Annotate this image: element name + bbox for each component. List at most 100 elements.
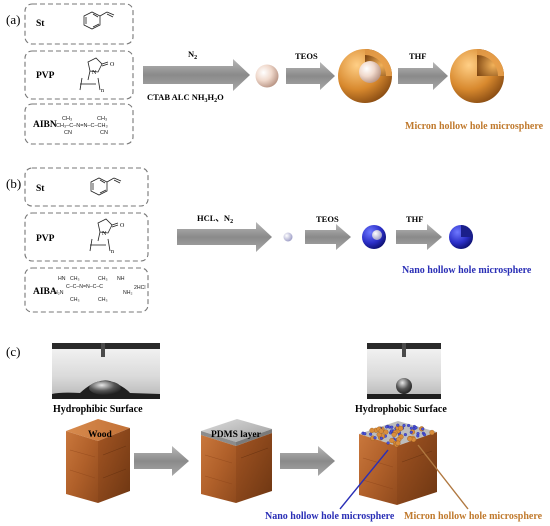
pvp-subscript-b: n xyxy=(111,249,114,255)
reagent-box-pvp-b xyxy=(24,212,149,262)
nano-microsphere-particle xyxy=(390,425,394,429)
contact-angle-photo-right xyxy=(367,343,441,399)
arrow-thf-a xyxy=(398,62,448,90)
panel-b-letter: (b) xyxy=(6,176,21,191)
nano-microsphere-particle xyxy=(386,441,390,445)
condition-teos-b: TEOS xyxy=(316,214,339,224)
svg-text:CH₃–C–N=N–C–CH₃: CH₃–C–N=N–C–CH₃ xyxy=(56,123,108,129)
micron-microsphere-particle xyxy=(389,437,395,444)
panel-a-letter: (a) xyxy=(6,12,20,27)
nano-microsphere-particle xyxy=(422,433,427,437)
contact-angle-photo-left xyxy=(52,343,160,399)
nano-microsphere-particle xyxy=(409,426,413,430)
svg-text:CH₃: CH₃ xyxy=(97,116,107,122)
micron-microsphere-particle xyxy=(429,429,435,436)
nano-microsphere-particle xyxy=(385,425,389,429)
micron-microsphere-particle xyxy=(398,425,404,431)
svg-text:HN: HN xyxy=(58,276,66,282)
nano-microsphere-particle xyxy=(407,423,411,428)
svg-text:CH₃: CH₃ xyxy=(70,276,80,282)
pdms-cube xyxy=(201,419,272,503)
arrow-teos-a xyxy=(286,62,335,90)
nano-microsphere-particle xyxy=(396,423,400,427)
reagent-label-st-b: St xyxy=(36,184,45,194)
arrow-coat-pdms xyxy=(134,446,189,476)
micron-microsphere-particle xyxy=(378,428,384,434)
left-surface-title: Hydrophibic Surface xyxy=(53,404,143,415)
reagent-box-st-b xyxy=(24,167,149,207)
nano-microsphere-particle xyxy=(402,423,406,428)
panel-c-letter: (c) xyxy=(6,344,20,359)
condition-n2-a: N2 xyxy=(188,49,197,61)
micron-microsphere-particle xyxy=(395,440,401,446)
styrene-structure-a xyxy=(83,11,115,30)
svg-text:CN: CN xyxy=(64,130,72,136)
reagent-label-pvp-a: PVP xyxy=(36,71,55,81)
core-shell-sphere-a xyxy=(338,49,392,103)
reagent-label-pvp-b: PVP xyxy=(36,234,55,244)
pvp-n-atom-b: N xyxy=(102,231,107,237)
svg-text:CH₃: CH₃ xyxy=(70,297,80,303)
pdms-label: PDMS layer xyxy=(211,430,262,440)
svg-text:CH₃: CH₃ xyxy=(98,297,108,303)
pvp-structure-a xyxy=(79,57,109,91)
svg-text:NH: NH xyxy=(117,276,125,282)
micron-microsphere-particle xyxy=(391,432,397,438)
micron-microsphere-particle xyxy=(369,427,375,433)
reagent-box-aibn-a xyxy=(24,103,134,145)
condition-thf-b: THF xyxy=(406,214,423,224)
svg-text:C–C–N=N–C–C: C–C–N=N–C–C xyxy=(66,284,103,290)
core-shell-sphere-b xyxy=(362,225,386,249)
microsphere-coated-cube xyxy=(359,421,437,505)
caption-nano-c: Nano hollow hole microsphere xyxy=(265,511,395,522)
aiba-structure-b: HN H₂N CH₃ CH₃ NH NH₂ CH₃ CH₃ 2HCl C–C–N… xyxy=(54,276,146,303)
nano-microsphere-particle xyxy=(403,433,407,437)
ps-sphere-a xyxy=(255,64,279,88)
svg-text:CH₃: CH₃ xyxy=(98,276,108,282)
pvp-structure-b xyxy=(89,218,119,252)
arrow-polymerization-a xyxy=(143,59,250,91)
nano-microsphere-particle xyxy=(409,430,413,434)
nano-microsphere-particle xyxy=(369,432,373,436)
condition-ctab-a: CTAB ALC NH3H2O xyxy=(147,92,224,104)
styrene-structure-b xyxy=(90,177,122,196)
micron-microsphere-particle xyxy=(407,436,413,442)
nano-microsphere-particle xyxy=(416,432,420,436)
svg-text:CN: CN xyxy=(100,130,108,136)
condition-thf-a: THF xyxy=(409,51,426,61)
nano-microsphere-particle xyxy=(373,436,377,440)
condition-hcl-b: HCL、N2 xyxy=(197,213,233,225)
nano-microsphere-particle xyxy=(421,427,425,431)
pointer-line-micron xyxy=(417,444,469,510)
wood-cube xyxy=(66,419,130,503)
reagent-box-pvp-a xyxy=(24,50,134,100)
wood-label: Wood xyxy=(88,430,112,440)
pvp-o-atom-b: O xyxy=(120,223,125,229)
reagent-label-st-a: St xyxy=(36,19,45,29)
aibn-structure-a: CH₃ CH₃ CH₃–C–N=N–C–CH₃ CN CN xyxy=(56,116,108,136)
hollow-sphere-a xyxy=(450,49,504,103)
nano-microsphere-particle xyxy=(389,429,394,433)
arrow-polymerization-b xyxy=(177,222,272,252)
svg-text:2HCl: 2HCl xyxy=(134,285,146,291)
ps-sphere-b xyxy=(283,232,293,242)
arrow-teos-b xyxy=(305,224,351,250)
nano-microsphere-particle xyxy=(363,432,367,436)
arrow-thf-b xyxy=(396,224,442,250)
svg-text:NH₂: NH₂ xyxy=(123,290,133,296)
right-surface-title: Hydrophobic Surface xyxy=(355,404,447,415)
reagent-label-aiba-b: AIBA xyxy=(33,287,57,297)
pvp-n-atom-a: N xyxy=(92,70,97,76)
svg-text:CH₃: CH₃ xyxy=(62,116,72,122)
pvp-o-atom-a: O xyxy=(110,62,115,68)
arrow-coat-microspheres xyxy=(280,446,335,476)
nano-microsphere-particle xyxy=(414,426,418,430)
caption-micron-c: Micron hollow hole microsphere xyxy=(404,511,543,522)
condition-teos-a: TEOS xyxy=(295,51,318,61)
hollow-sphere-b xyxy=(449,225,473,249)
nano-microsphere-particle xyxy=(379,436,383,440)
caption-micron-a: Micron hollow hole microsphere xyxy=(405,121,544,132)
reagent-box-st-a xyxy=(24,3,134,45)
svg-text:H₂N: H₂N xyxy=(54,290,64,296)
